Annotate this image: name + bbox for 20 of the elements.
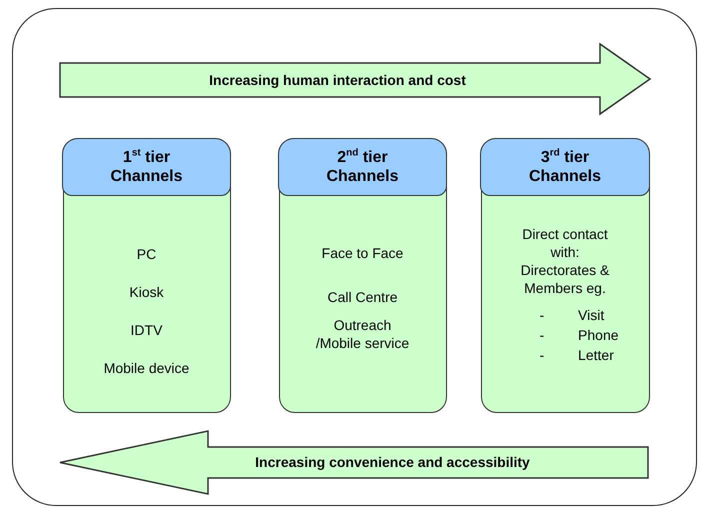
arrow-label: Increasing convenience and accessibility: [255, 454, 530, 470]
tier-heading: 2$^{nd}$ tier Channels: [325, 148, 400, 186]
channel-item: Mobile device: [102, 359, 190, 377]
tier-heading: 3$^{rd}$ tier Channels: [528, 148, 602, 186]
tier-heading: 1$^{st}$ tier Channels: [109, 148, 184, 186]
channel-item: - Visit: [540, 306, 604, 324]
arrow-label: Increasing human interaction and cost: [209, 72, 466, 88]
tier-card: [480, 138, 650, 412]
channel-item: Call Centre: [326, 288, 399, 306]
channel-item: IDTV: [130, 321, 164, 339]
outer-frame: [12, 8, 697, 506]
channel-item: Outreach /Mobile service: [314, 316, 410, 352]
channel-item: PC: [136, 245, 158, 263]
channel-item: - Phone: [540, 326, 619, 344]
channel-item: Direct contact with: Directorates & Members eg.: [520, 225, 610, 297]
channel-item: Kiosk: [128, 283, 165, 301]
tier-card: [62, 138, 230, 412]
channel-item: Face to Face: [320, 244, 404, 262]
tier-card: [278, 138, 446, 412]
channel-item: - Letter: [540, 346, 614, 364]
